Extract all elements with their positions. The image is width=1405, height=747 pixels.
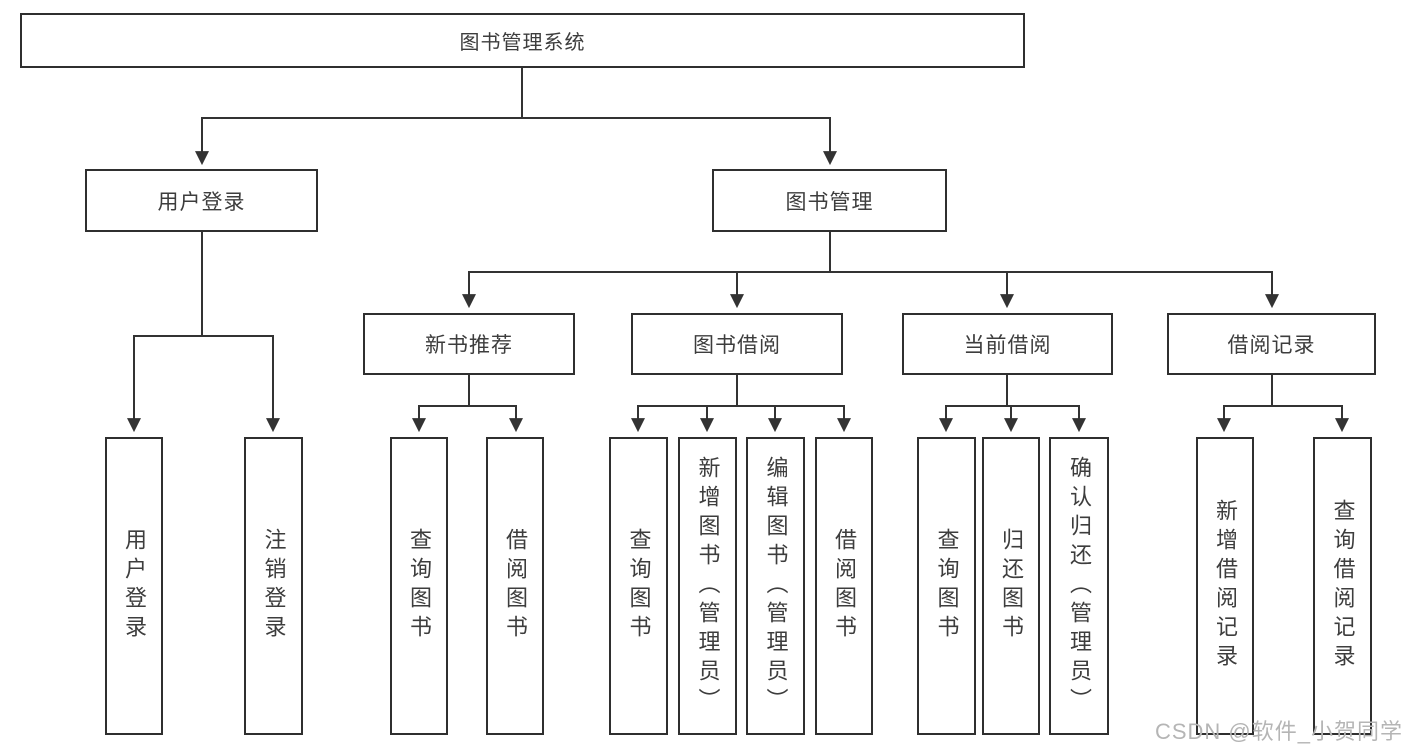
watermark: CSDN @软件_小贺同学 — [1154, 719, 1403, 744]
leaf-current-confirm-return-admin-label: 确认归还（管理员） — [1067, 455, 1092, 717]
node-new-book-recommend-label: 新书推荐 — [425, 334, 513, 357]
leaf-current-confirm-return-admin: 确认归还（管理员） — [1049, 437, 1109, 735]
leaf-records-add-record: 新增借阅记录 — [1196, 437, 1254, 735]
leaf-recommend-query-books-label: 查询图书 — [407, 528, 432, 644]
node-user-login: 用户登录 — [85, 169, 318, 232]
leaf-user-login-label: 用户登录 — [122, 528, 147, 644]
node-user-login-label: 用户登录 — [157, 190, 246, 214]
node-book-borrow-label: 图书借阅 — [693, 334, 781, 357]
leaf-logout: 注销登录 — [244, 437, 303, 735]
node-book-borrow: 图书借阅 — [631, 313, 843, 375]
leaf-logout-label: 注销登录 — [261, 528, 287, 644]
leaf-current-query-books-label: 查询图书 — [934, 528, 960, 644]
leaf-recommend-borrow-books-label: 借阅图书 — [503, 528, 528, 644]
leaf-borrow-add-books-admin-label: 新增图书（管理员） — [695, 455, 721, 717]
leaf-borrow-edit-books-admin: 编辑图书（管理员） — [746, 437, 805, 735]
leaf-borrow-borrow-books-label: 借阅图书 — [832, 528, 857, 644]
leaf-records-query-record: 查询借阅记录 — [1313, 437, 1372, 735]
node-root-label: 图书管理系统 — [459, 32, 586, 54]
leaf-recommend-query-books: 查询图书 — [390, 437, 448, 735]
leaf-current-return-books-label: 归还图书 — [999, 528, 1024, 644]
leaf-recommend-borrow-books: 借阅图书 — [486, 437, 544, 735]
leaf-borrow-borrow-books: 借阅图书 — [815, 437, 873, 735]
leaf-borrow-query-books-label: 查询图书 — [626, 528, 652, 644]
leaf-records-query-record-label: 查询借阅记录 — [1330, 499, 1356, 673]
node-book-management-label: 图书管理 — [785, 190, 874, 214]
node-new-book-recommend: 新书推荐 — [363, 313, 575, 375]
node-current-borrow: 当前借阅 — [902, 313, 1113, 375]
leaf-records-add-record-label: 新增借阅记录 — [1213, 499, 1238, 673]
leaf-borrow-add-books-admin: 新增图书（管理员） — [678, 437, 737, 735]
leaf-borrow-query-books: 查询图书 — [609, 437, 668, 735]
leaf-current-return-books: 归还图书 — [982, 437, 1040, 735]
leaf-user-login: 用户登录 — [105, 437, 163, 735]
node-borrow-records-label: 借阅记录 — [1227, 334, 1316, 357]
node-root: 图书管理系统 — [20, 13, 1025, 68]
leaf-current-query-books: 查询图书 — [917, 437, 976, 735]
node-borrow-records: 借阅记录 — [1167, 313, 1376, 375]
leaf-borrow-edit-books-admin-label: 编辑图书（管理员） — [763, 455, 789, 717]
node-book-management: 图书管理 — [712, 169, 947, 232]
node-current-borrow-label: 当前借阅 — [963, 334, 1052, 357]
